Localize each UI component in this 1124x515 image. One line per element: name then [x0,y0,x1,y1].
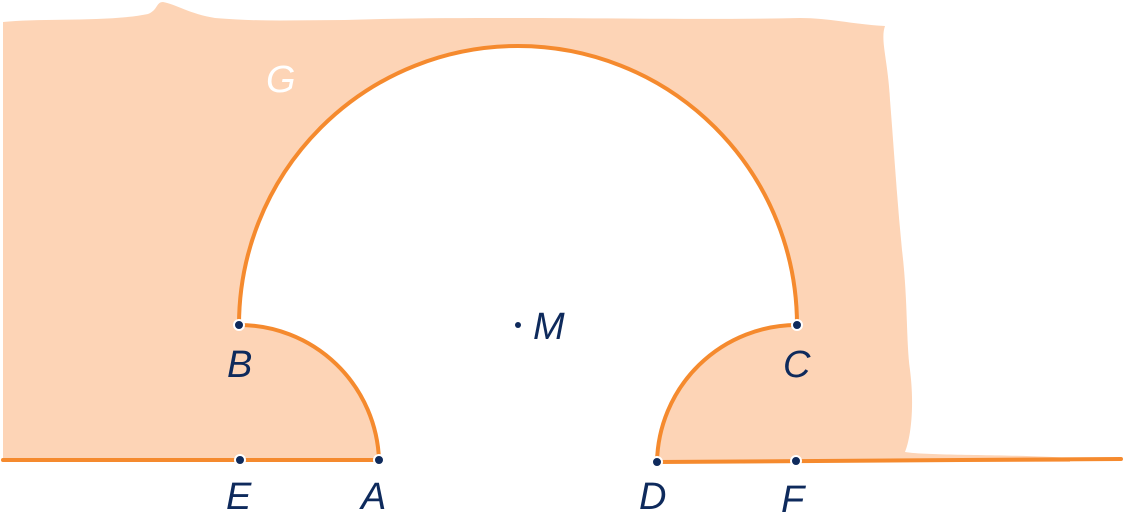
point-d [651,456,663,468]
region-g [3,2,1070,462]
arc-dc [655,323,799,464]
arc-bc [237,44,799,327]
point-e [234,454,246,466]
point-f [790,455,802,467]
label-e: E [226,476,252,515]
point-c [791,319,803,331]
line-right-df [655,457,1123,464]
label-c: C [783,344,811,386]
point-m [515,322,521,328]
label-m: M [533,306,565,348]
point-b [233,319,245,331]
label-a: A [359,476,386,515]
region-label-g: G [266,59,296,101]
point-a [373,454,385,466]
label-d: D [639,476,666,515]
label-b: B [227,344,252,386]
label-f: F [781,479,806,515]
arc-ab [237,323,381,462]
